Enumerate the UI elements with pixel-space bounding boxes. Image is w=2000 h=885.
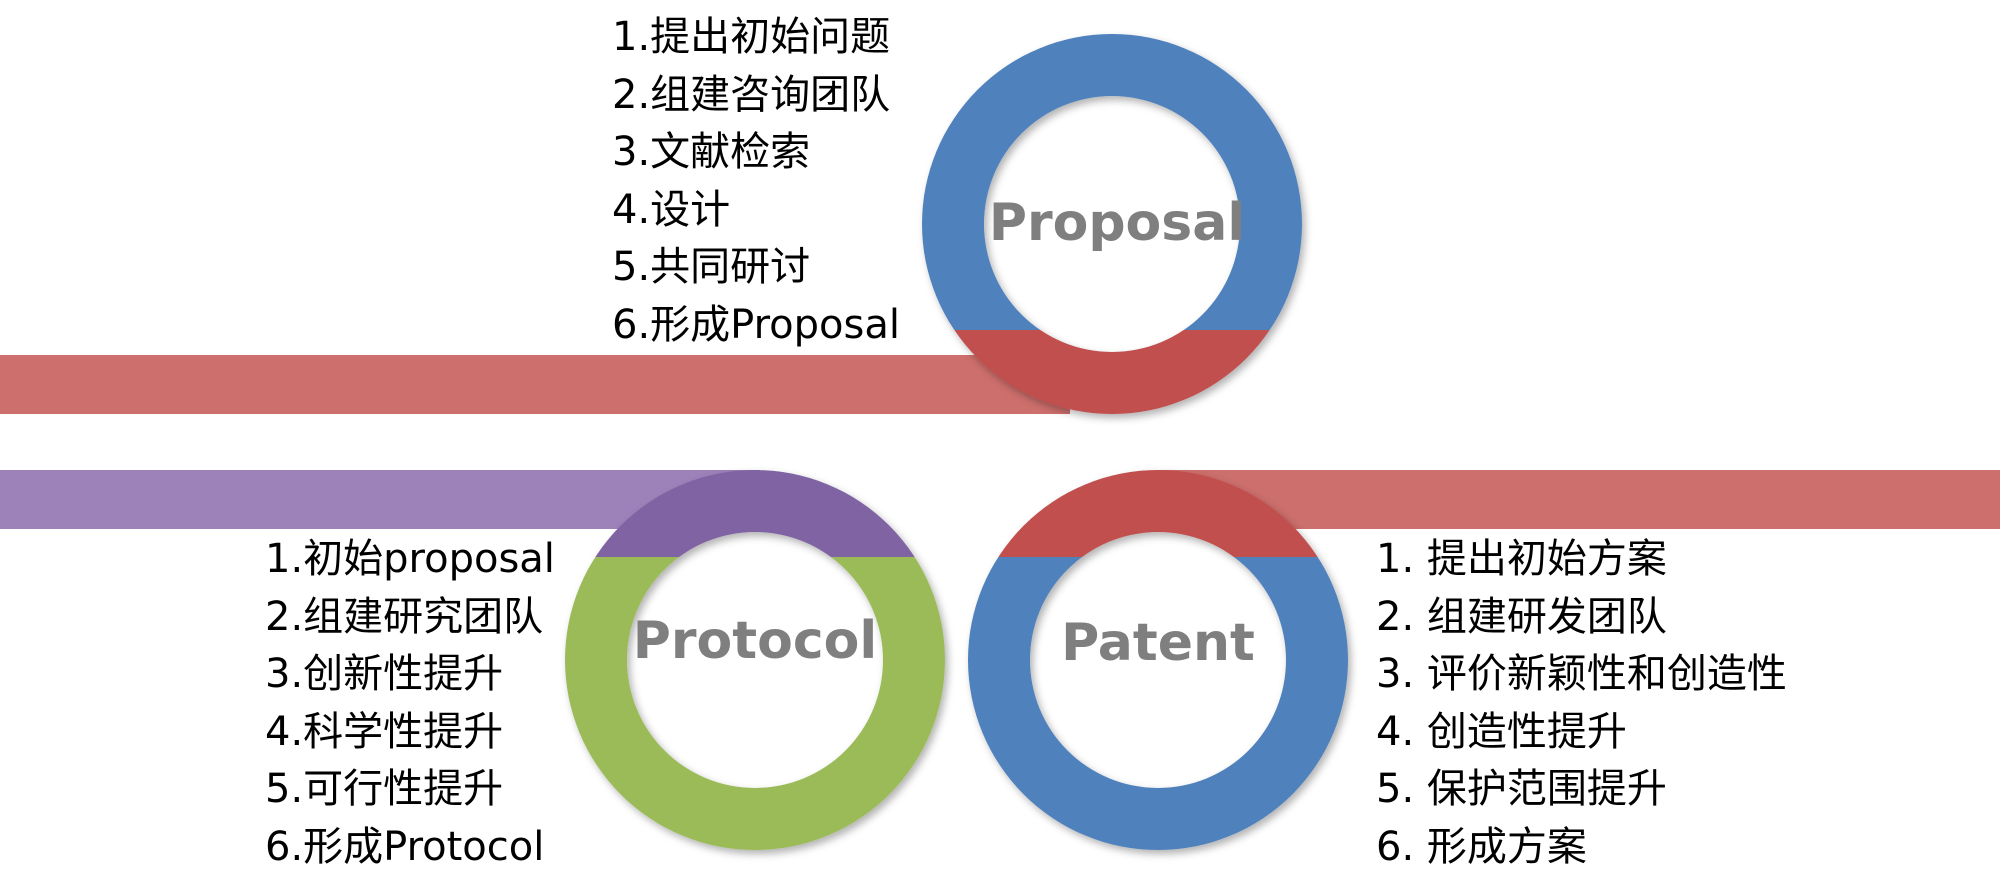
proposal-step: 3.文献检索 [612, 129, 811, 175]
patent-step: 5. 保护范围提升 [1376, 766, 1667, 812]
protocol-step: 2.组建研究团队 [265, 593, 544, 640]
patent-step: 4. 创造性提升 [1376, 708, 1627, 755]
patent-step: 1. 提出初始方案 [1376, 536, 1667, 582]
proposal-ring [900, 20, 1330, 430]
protocol-step: 6.形成Protocol [265, 823, 545, 870]
patent-label: Patent [1061, 613, 1255, 673]
proposal-connector-band [0, 355, 1070, 414]
protocol-ring-green-segment [550, 557, 970, 867]
patent-step: 6. 形成方案 [1376, 823, 1587, 870]
proposal-step-list: 1.提出初始问题 2.组建咨询团队 3.文献检索 4.设计 5.共同研讨 6.形… [612, 9, 900, 354]
proposal-ring-red-segment [900, 330, 1330, 430]
protocol-label: Protocol [633, 611, 877, 671]
proposal-ring-blue-segment [900, 20, 1330, 330]
proposal-step: 4.设计 [612, 186, 731, 233]
proposal-step: 2.组建咨询团队 [612, 71, 891, 118]
patent-ring-red-segment [950, 455, 1370, 557]
patent-step: 3. 评价新颖性和创造性 [1376, 651, 1787, 697]
protocol-ring-purple-segment [550, 455, 970, 557]
proposal-step: 1.提出初始问题 [612, 14, 891, 60]
protocol-step-list: 1.初始proposal 2.组建研究团队 3.创新性提升 4.科学性提升 5.… [265, 531, 555, 876]
protocol-step: 5.可行性提升 [265, 766, 504, 812]
patent-step-list: 1. 提出初始方案 2. 组建研发团队 3. 评价新颖性和创造性 4. 创造性提… [1376, 531, 1787, 876]
protocol-step: 1.初始proposal [265, 536, 555, 582]
patent-ring [950, 455, 1370, 867]
proposal-step: 5.共同研讨 [612, 244, 811, 290]
patent-ring-blue-segment [950, 557, 1370, 867]
protocol-ring [550, 455, 970, 867]
patent-step: 2. 组建研发团队 [1376, 593, 1667, 640]
protocol-step: 3.创新性提升 [265, 651, 504, 697]
proposal-label: Proposal [989, 193, 1245, 253]
protocol-step: 4.科学性提升 [265, 708, 504, 755]
proposal-step: 6.形成Proposal [612, 301, 900, 348]
